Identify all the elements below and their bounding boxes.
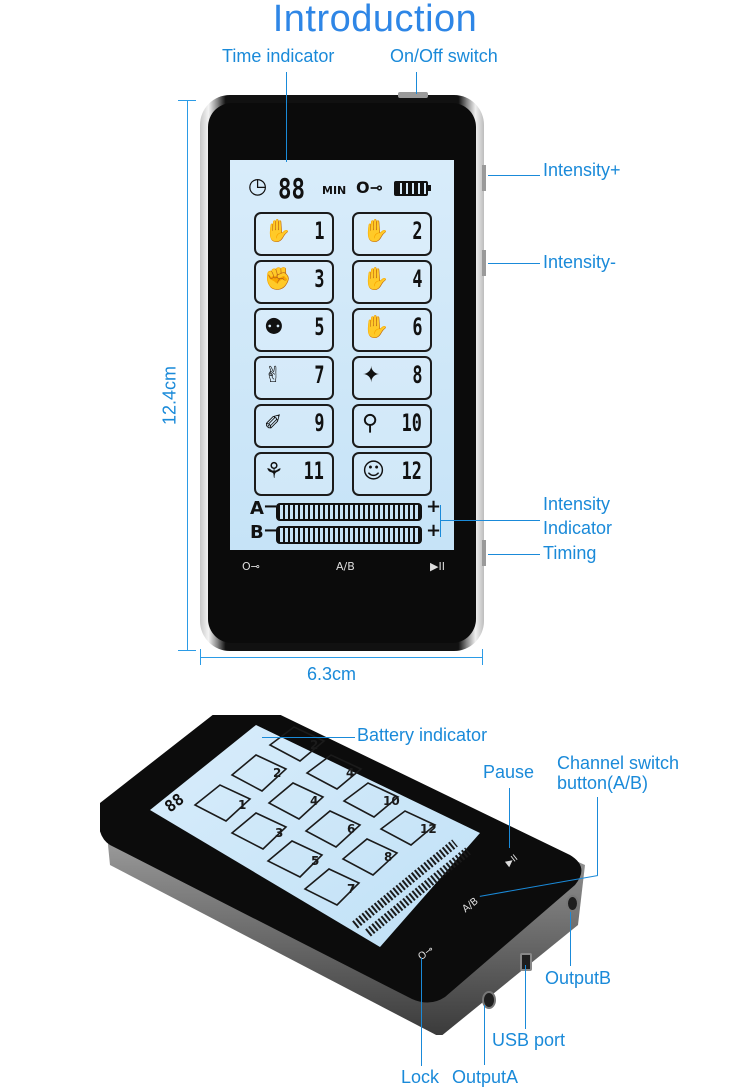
mode-number: 2 (411, 217, 422, 245)
label-usb-port: USB port (492, 1030, 566, 1050)
mode-button-1[interactable]: ✋1 (254, 212, 334, 256)
clock-icon: ◷ (248, 174, 268, 199)
mode-number: 1 (313, 217, 324, 245)
svg-text:8: 8 (384, 850, 392, 864)
play-pause-button[interactable]: ▶II (430, 560, 445, 573)
output-a-port[interactable] (482, 991, 496, 1009)
mode-button-3[interactable]: ✊3 (254, 260, 334, 304)
channel-b-label: B (250, 522, 264, 543)
massage-mode-icon: ⚘ (264, 459, 284, 484)
label-output-b: OutputB (545, 968, 612, 988)
label-intensity-indicator-line2: Indicator (543, 518, 613, 538)
page-title: Introduction (272, 0, 478, 40)
svg-text:3: 3 (275, 826, 283, 840)
massage-mode-icon: ✋ (362, 267, 390, 292)
label-on-off-switch: On/Off switch (390, 46, 498, 66)
mode-number: 11 (303, 457, 324, 485)
massage-mode-icon: ✋ (264, 219, 292, 244)
mode-button-10[interactable]: ⚲ 10 (352, 404, 432, 448)
massage-mode-icon: ✌ (264, 363, 283, 388)
key-lock-icon: O⊸ (356, 178, 384, 197)
intensity-minus-button[interactable] (482, 250, 486, 276)
label-output-a: OutputA (452, 1067, 519, 1087)
massage-mode-icon: ✋ (362, 219, 390, 244)
usb-port[interactable] (520, 953, 532, 971)
width-dimension: 6.3cm (307, 664, 357, 684)
mode-number: 8 (411, 361, 422, 389)
label-channel-switch-line1: Channel switch (557, 753, 680, 773)
ab-switch-button[interactable]: A/B (336, 560, 355, 573)
svg-text:2: 2 (310, 738, 318, 752)
mode-number: 4 (411, 265, 422, 293)
battery-icon (394, 181, 428, 196)
label-battery-indicator: Battery indicator (357, 725, 488, 745)
mode-button-11[interactable]: ⚘ 11 (254, 452, 334, 496)
svg-text:5: 5 (311, 854, 319, 868)
label-channel-switch-line2: button(A/B) (557, 773, 649, 793)
svg-text:2: 2 (273, 766, 281, 780)
output-b-port[interactable] (566, 895, 579, 912)
mode-button-8[interactable]: ✦8 (352, 356, 432, 400)
mode-number: 5 (313, 313, 324, 341)
massage-mode-icon: ✋ (362, 315, 390, 340)
mode-number: 12 (401, 457, 422, 485)
svg-text:10: 10 (383, 794, 400, 808)
channel-b-minus: − (263, 520, 279, 541)
label-intensity-indicator-line1: Intensity (543, 494, 611, 514)
mode-number: 6 (411, 313, 422, 341)
mode-button-6[interactable]: ✋6 (352, 308, 432, 352)
intensity-bar-b (276, 526, 422, 544)
intensity-plus-button[interactable] (482, 165, 486, 191)
channel-a-minus: − (263, 496, 279, 517)
massage-mode-icon: ✊ (264, 267, 292, 292)
channel-a-plus: + (426, 496, 442, 517)
massage-mode-icon: ✦ (362, 363, 381, 388)
lock-button[interactable]: O⊸ (242, 560, 260, 573)
timer-value: 88 (278, 172, 305, 205)
mode-button-5[interactable]: ⚉5 (254, 308, 334, 352)
svg-text:12: 12 (420, 822, 437, 836)
massage-mode-icon: ⚲ (362, 411, 379, 436)
lcd-screen: ◷ 88 MIN O⊸ ✋1✋2✊3✋4⚉5✋6✌7✦8✐9⚲10⚘11☺12 … (230, 160, 454, 550)
mode-button-7[interactable]: ✌7 (254, 356, 334, 400)
label-timing: Timing (543, 543, 597, 563)
intensity-bar-a (276, 503, 422, 521)
mode-number: 10 (401, 409, 422, 437)
svg-text:6: 6 (347, 822, 355, 836)
massage-mode-icon: ✐ (264, 411, 283, 436)
height-dimension: 12.4cm (159, 365, 180, 426)
on-off-switch[interactable] (398, 92, 428, 98)
mode-button-4[interactable]: ✋4 (352, 260, 432, 304)
mode-number: 7 (313, 361, 324, 389)
mode-button-9[interactable]: ✐9 (254, 404, 334, 448)
label-pause: Pause (483, 762, 535, 782)
timing-button[interactable] (482, 540, 486, 566)
mode-button-12[interactable]: ☺ 12 (352, 452, 432, 496)
channel-b-plus: + (426, 520, 442, 541)
label-lock: Lock (401, 1067, 440, 1087)
mode-number: 9 (313, 409, 324, 437)
massage-mode-icon: ☺ (362, 459, 385, 484)
svg-text:1: 1 (238, 798, 246, 812)
mode-number: 3 (313, 265, 324, 293)
channel-a-label: A (250, 498, 264, 519)
svg-text:4: 4 (310, 794, 318, 808)
label-intensity-minus: Intensity- (543, 252, 617, 272)
svg-text:7: 7 (347, 882, 355, 896)
massage-mode-icon: ⚉ (264, 315, 284, 340)
label-time-indicator: Time indicator (222, 46, 335, 66)
label-intensity-plus: Intensity+ (543, 160, 621, 180)
timer-unit: MIN (322, 184, 347, 197)
svg-text:4: 4 (346, 766, 354, 780)
mode-button-2[interactable]: ✋2 (352, 212, 432, 256)
